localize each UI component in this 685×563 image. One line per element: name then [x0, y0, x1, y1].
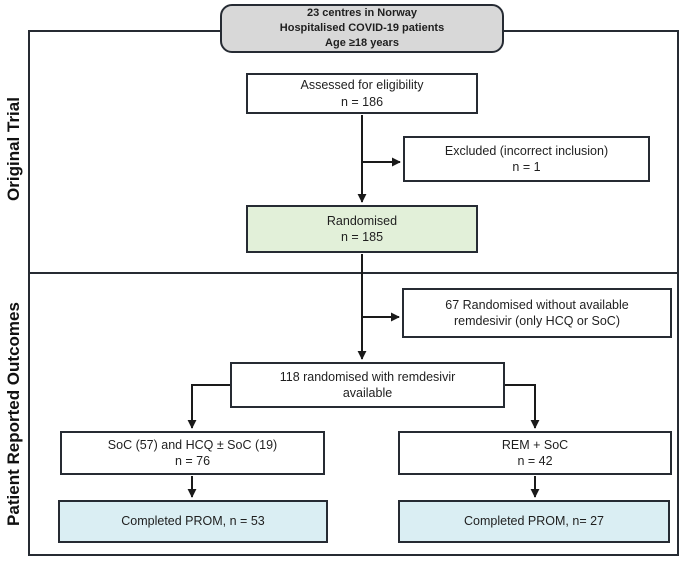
box-text: n = 42	[517, 454, 553, 468]
section-label-original-trial: Original Trial	[4, 97, 23, 201]
box-text: 67 Randomised without available	[445, 297, 629, 312]
box-excluded: Excluded (incorrect inclusion) n = 1	[403, 136, 650, 182]
box-text: n = 1	[512, 160, 541, 174]
box-randomised-without-remdesivir: 67 Randomised without available remdesiv…	[402, 288, 672, 338]
box-text: n = 76	[174, 454, 211, 468]
header-line-2: Hospitalised COVID-19 patients	[279, 22, 445, 35]
box-completed-prom-right: Completed PROM, n= 27	[398, 500, 670, 543]
box-text: available	[342, 386, 393, 400]
box-text: Excluded (incorrect inclusion)	[444, 143, 609, 158]
box-text: SoC (57) and HCQ ± SoC (19)	[107, 437, 278, 452]
header-line-3: Age ≥18 years	[325, 36, 399, 49]
box-text: Assessed for eligibility	[300, 78, 424, 92]
box-soc-and-hcq: SoC (57) and HCQ ± SoC (19) n = 76	[60, 431, 325, 475]
section-label-patient-reported-outcomes: Patient Reported Outcomes	[4, 302, 23, 526]
box-randomised-with-remdesivir-available: 118 randomised with remdesivir available	[230, 362, 505, 408]
box-text: remdesivir (only HCQ or SoC)	[453, 314, 620, 328]
box-text: Randomised	[326, 213, 398, 228]
box-text: n = 186	[340, 94, 384, 109]
box-assessed-for-eligibility: Assessed for eligibility n = 186	[246, 73, 478, 114]
header-box: 23 centres in Norway Hospitalised COVID-…	[220, 4, 504, 53]
box-text: 118 randomised with remdesivir	[279, 369, 456, 384]
box-randomised: Randomised n = 185	[246, 205, 478, 253]
box-text: REM + SoC	[501, 437, 569, 452]
box-text: Completed PROM, n= 27	[464, 514, 604, 529]
box-text: n = 185	[340, 230, 384, 244]
box-rem-plus-soc: REM + SoC n = 42	[398, 431, 672, 475]
box-text: Completed PROM, n = 53	[121, 514, 265, 529]
section-frame-patient-reported-outcomes	[28, 272, 679, 556]
box-completed-prom-left: Completed PROM, n = 53	[58, 500, 328, 543]
header-line-1: 23 centres in Norway	[306, 7, 418, 20]
